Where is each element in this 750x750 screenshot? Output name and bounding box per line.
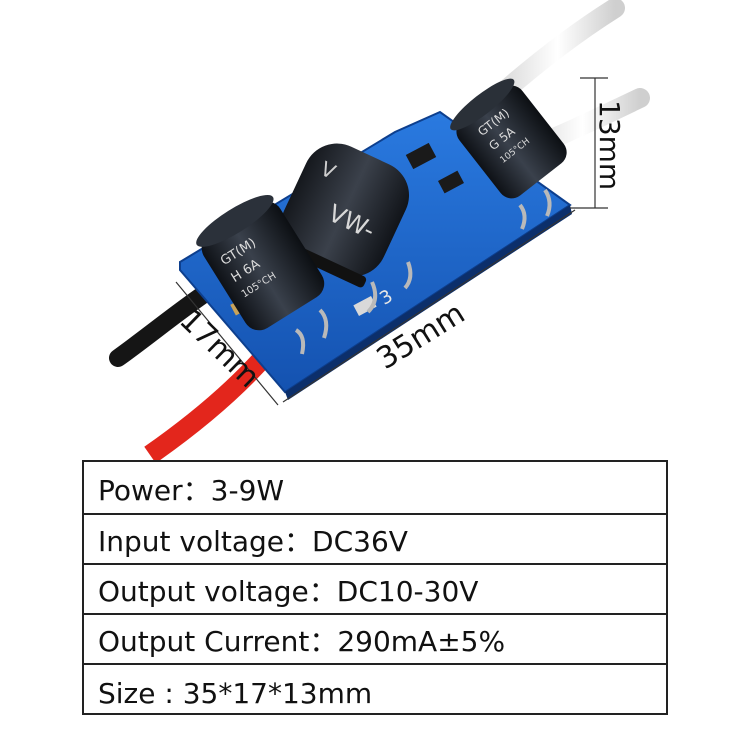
capacitor-lead — [294, 328, 306, 355]
smd-chip — [353, 296, 377, 316]
white-wire-1 — [490, 0, 625, 105]
spec-row-input-voltage: Input voltage：DC36V — [84, 513, 666, 564]
inductor-lead — [403, 261, 413, 290]
height-label: 13mm — [593, 100, 626, 190]
capacitor-lead — [318, 308, 329, 339]
spec-row-size: Size : 35*17*13mm — [84, 663, 666, 714]
spec-row-output-voltage: Output voltage：DC10-30V — [84, 563, 666, 614]
inductor-lead — [366, 281, 378, 314]
capacitor-right: GT(M) G 5A 105°CH — [450, 78, 567, 199]
smd-chip — [438, 170, 464, 194]
spec-input-voltage: Input voltage：DC36V — [98, 525, 408, 558]
spec-row-output-current: Output Current：290mA±5% — [84, 613, 666, 664]
spec-output-current: Output Current：290mA±5% — [98, 625, 506, 658]
height-dimension — [570, 77, 608, 209]
width-dimension — [175, 281, 279, 406]
spec-power: Power：3-9W — [98, 474, 285, 507]
length-dimension — [282, 209, 576, 403]
pcb-edge — [285, 205, 572, 400]
capacitor-left: GT(M) H 6A 105°CH — [196, 194, 325, 331]
smd-chip — [405, 142, 437, 170]
spec-output-voltage: Output voltage：DC10-30V — [98, 575, 479, 608]
product-photo: GT(M) G 5A 105°CH VW- V GT(M) H 6A 105°C… — [109, 0, 650, 460]
black-wire — [109, 281, 219, 367]
spec-size: Size : 35*17*13mm — [98, 677, 373, 710]
capacitor-lead — [518, 203, 527, 230]
capacitor-lead — [543, 188, 552, 217]
spec-row-power: Power：3-9W — [84, 462, 666, 513]
spec-table: Power：3-9W Input voltage：DC36V Output vo… — [82, 460, 668, 715]
